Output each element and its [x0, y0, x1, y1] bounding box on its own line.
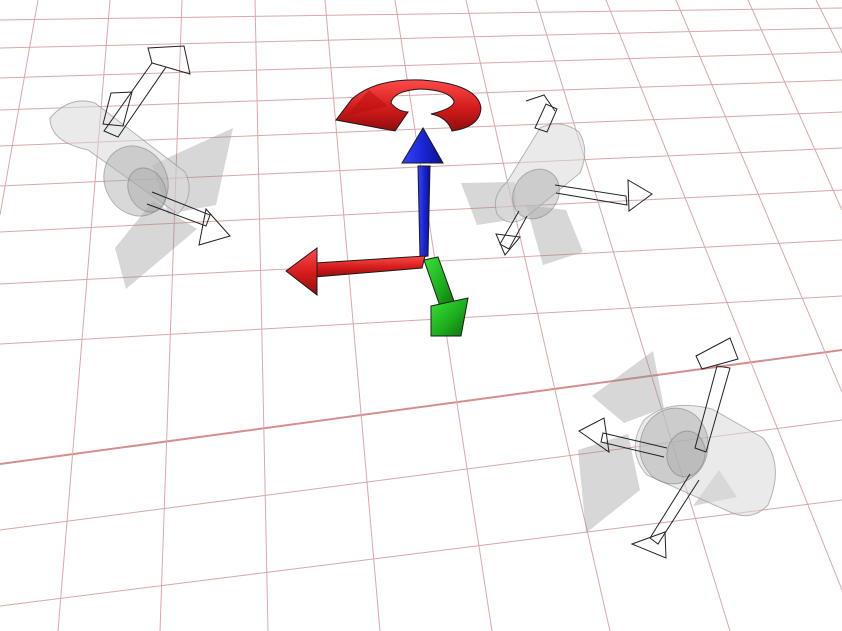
spotlight-3[interactable] [578, 337, 776, 559]
x-axis-arrow[interactable] [285, 247, 426, 297]
spotlight-icon [49, 45, 233, 289]
spotlight-icon [578, 337, 776, 559]
y-axis-arrow[interactable] [423, 256, 469, 337]
spotlight-1[interactable] [49, 45, 233, 289]
rotate-handle[interactable] [335, 79, 482, 132]
spotlight-2[interactable] [461, 94, 653, 265]
z-axis-arrow[interactable] [401, 127, 444, 258]
transform-gizmo[interactable] [285, 79, 482, 337]
spotlight-icon [461, 94, 653, 265]
